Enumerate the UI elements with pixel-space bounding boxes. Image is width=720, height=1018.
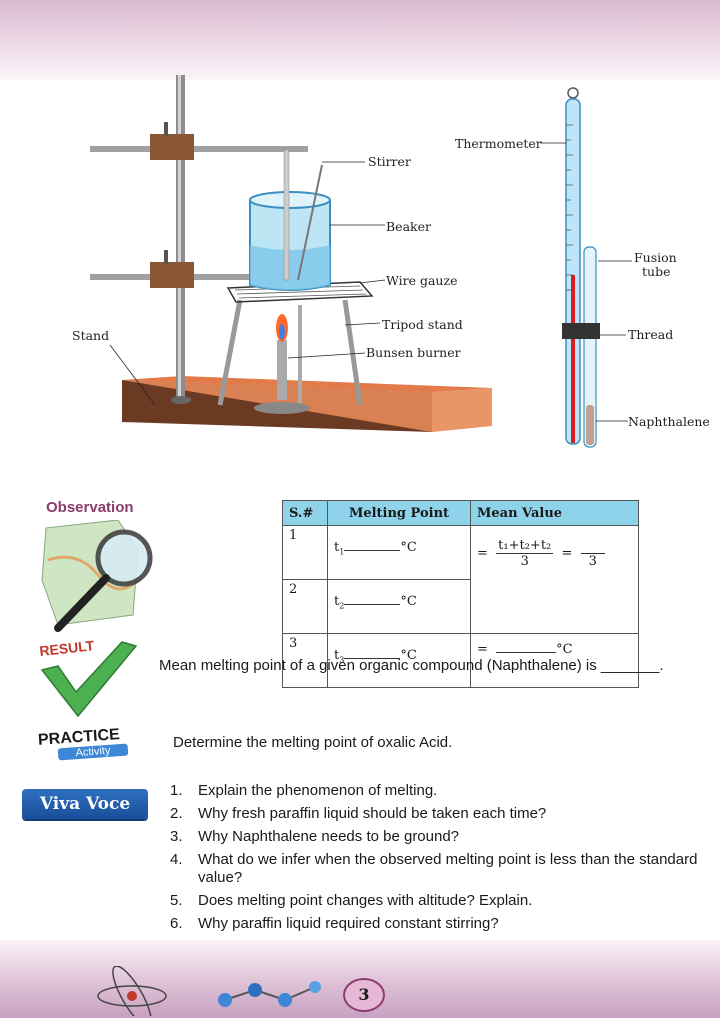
label-stirrer: Stirrer bbox=[368, 154, 411, 169]
list-item: 3.Why Naphthalene needs to be ground? bbox=[170, 828, 460, 845]
table-row: 2 t2°C bbox=[282, 579, 639, 634]
list-item: 2.Why fresh paraffin liquid should be ta… bbox=[170, 805, 547, 822]
result-badge-text: RESULT bbox=[39, 640, 96, 659]
practice-text: Determine the melting point of oxalic Ac… bbox=[173, 734, 453, 751]
row-melting-point: t2°C bbox=[327, 579, 471, 634]
label-wire-gauze: Wire gauze bbox=[386, 273, 458, 288]
viva-voce-badge: Viva Voce bbox=[22, 789, 148, 819]
label-tube: tube bbox=[642, 264, 671, 279]
label-beaker: Beaker bbox=[386, 219, 431, 234]
label-bunsen-burner: Bunsen burner bbox=[366, 345, 461, 360]
result-checkmark-badge: RESULT bbox=[39, 640, 138, 718]
viva-voce-questions: 1.Explain the phenomenon of melting. 2.W… bbox=[170, 782, 715, 938]
header-melting-point: Melting Point bbox=[327, 500, 471, 526]
thermometer-diagram bbox=[540, 87, 632, 448]
header-mean-value: Mean Value bbox=[470, 500, 639, 526]
table-row: 3 t3°C = °C bbox=[282, 633, 639, 688]
header-sn: S.# bbox=[282, 500, 328, 526]
practice-activity-badge: PRACTICE Activity bbox=[38, 726, 148, 774]
magnifier-map-icon bbox=[41, 520, 153, 632]
mean-denominator-2: 3 bbox=[588, 554, 597, 569]
atom-icon bbox=[97, 966, 167, 1016]
apparatus-diagram bbox=[90, 75, 492, 432]
list-item: 4.What do we infer when the observed mel… bbox=[170, 851, 698, 886]
list-item: 5.Does melting point changes with altitu… bbox=[170, 892, 533, 909]
observation-title: Observation bbox=[46, 499, 134, 516]
row-sn: 1 bbox=[282, 525, 328, 580]
label-thread: Thread bbox=[628, 327, 674, 342]
mean-result-cell: = °C bbox=[470, 633, 639, 688]
page-number: 3 bbox=[343, 978, 385, 1012]
top-decorative-band bbox=[0, 0, 720, 80]
list-item: 1.Explain the phenomenon of melting. bbox=[170, 782, 438, 799]
mean-numerator: t₁+t₂+t₂ bbox=[496, 538, 554, 554]
label-thermometer: Thermometer bbox=[455, 136, 542, 151]
result-text: Mean melting point of a given organic co… bbox=[159, 657, 664, 674]
molecule-icon bbox=[218, 981, 321, 1007]
mean-denominator: 3 bbox=[520, 554, 529, 569]
label-stand: Stand bbox=[72, 328, 110, 343]
observation-table: S.# Melting Point Mean Value 1 t1°C = t₁… bbox=[282, 500, 639, 688]
list-item: 6.Why paraffin liquid required constant … bbox=[170, 915, 499, 932]
label-tripod-stand: Tripod stand bbox=[382, 317, 463, 332]
label-fusion: Fusion bbox=[634, 250, 677, 265]
row-sn: 3 bbox=[282, 633, 328, 688]
mean-formula-cell: = t₁+t₂+t₂ 3 = 3 bbox=[470, 525, 639, 634]
row-melting-point: t3°C bbox=[327, 633, 471, 688]
table-row: 1 t1°C = t₁+t₂+t₂ 3 = 3 bbox=[282, 525, 639, 634]
row-melting-point: t1°C bbox=[327, 525, 471, 580]
row-sn: 2 bbox=[282, 579, 328, 634]
label-naphthalene: Naphthalene bbox=[628, 414, 710, 429]
